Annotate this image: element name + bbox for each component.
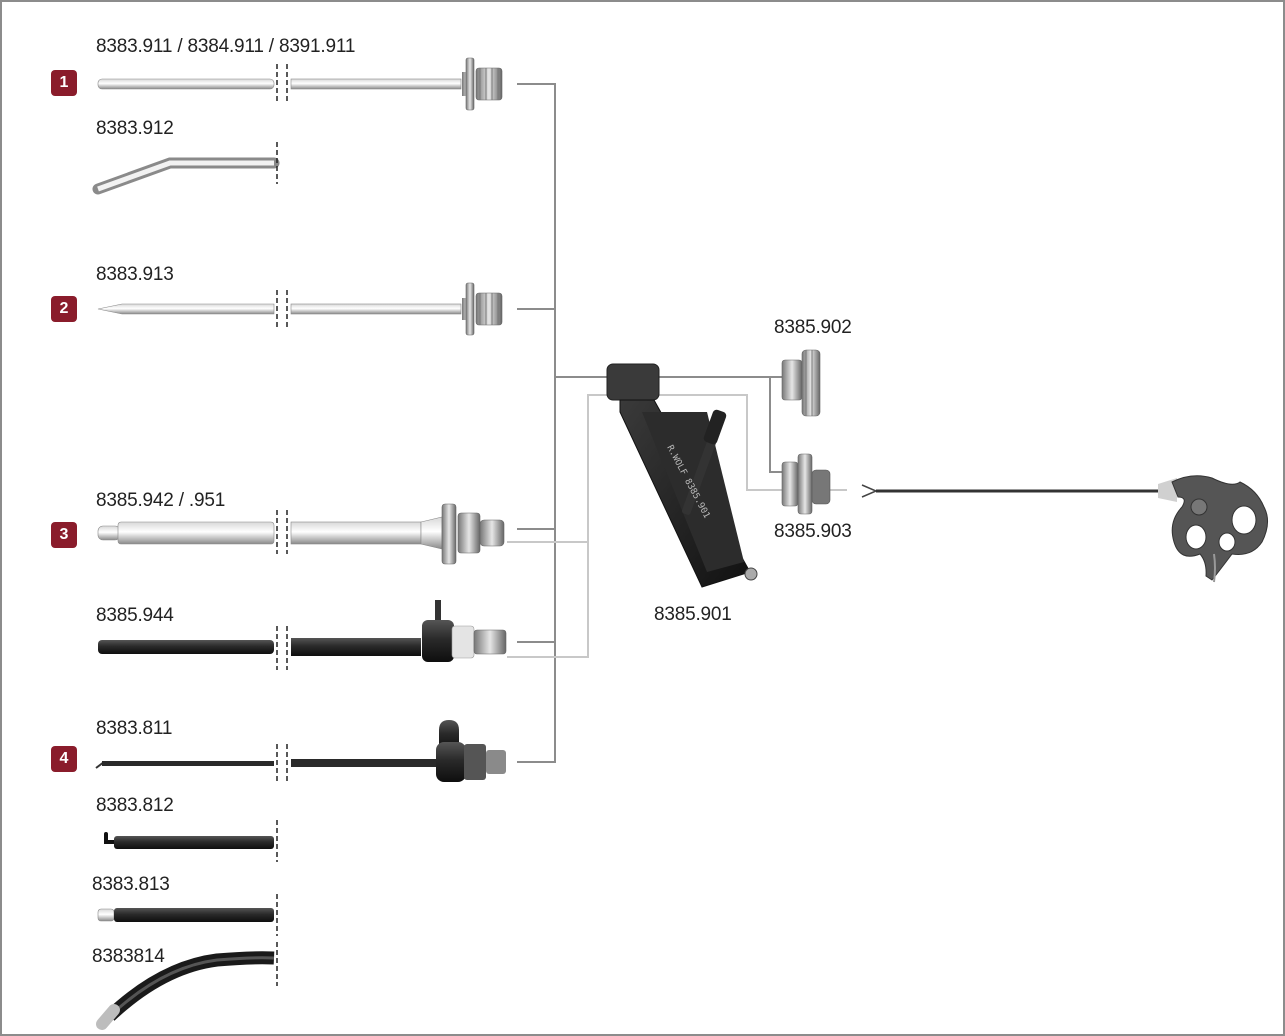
sheath-bent-instrument bbox=[98, 142, 277, 189]
obturator-instrument bbox=[98, 283, 502, 335]
handle-holder-device: R.WOLF 8385.901 bbox=[607, 364, 757, 587]
instrument-label-8383814: 8383814 bbox=[92, 946, 165, 968]
group-badge-3: 3 bbox=[51, 522, 77, 548]
adapter-bottom-label: 8385.903 bbox=[774, 521, 852, 543]
working-sheath-instrument bbox=[98, 504, 504, 564]
instrument-label-8383-911: 8383.911 / 8384.911 / 8391.911 bbox=[96, 36, 355, 58]
connector-trunk bbox=[517, 84, 612, 762]
instrument-label-8383-912: 8383.912 bbox=[96, 118, 174, 140]
instrument-label-8383-813: 8383.813 bbox=[92, 874, 170, 896]
instrument-label-8383-913: 8383.913 bbox=[96, 264, 174, 286]
group-badge-4: 4 bbox=[51, 746, 77, 772]
instrument-label-8385-942: 8385.942 / .951 bbox=[96, 490, 225, 512]
adapter-903-device bbox=[782, 454, 830, 514]
hook-electrode-instrument bbox=[106, 820, 277, 862]
instrument-label-8383-811: 8383.811 bbox=[96, 718, 172, 740]
group-badge-1: 1 bbox=[51, 70, 77, 96]
instrument-label-8385-944: 8385.944 bbox=[96, 605, 174, 627]
adapter-902-device bbox=[782, 350, 820, 416]
holder-label: 8385.901 bbox=[654, 604, 732, 626]
straight-electrode-instrument bbox=[98, 894, 277, 936]
instrument-label-8383-812: 8383.812 bbox=[96, 795, 174, 817]
adapter-top-label: 8385.902 bbox=[774, 317, 852, 339]
group-badge-2: 2 bbox=[51, 296, 77, 322]
sheath-straight-instrument bbox=[98, 58, 502, 110]
grasping-forceps-instrument bbox=[862, 476, 1268, 582]
